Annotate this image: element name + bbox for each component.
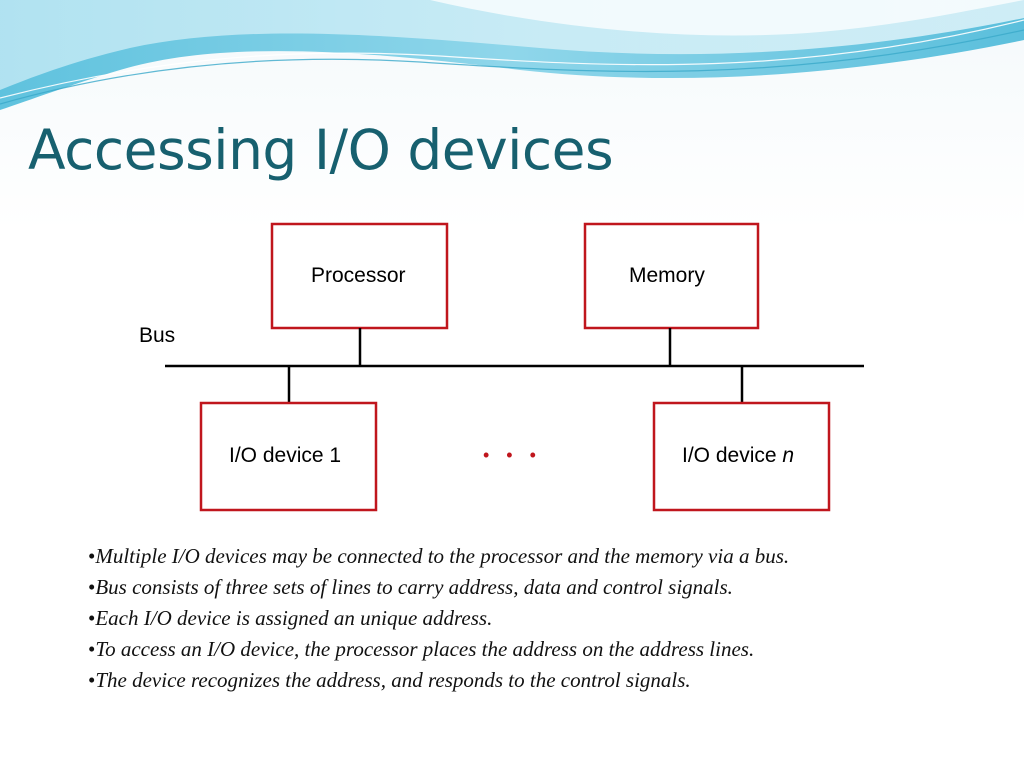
processor-box bbox=[270, 222, 449, 330]
io-device-n-node: I/O device n bbox=[652, 401, 831, 512]
io-device-n-label: I/O device n bbox=[682, 444, 794, 467]
bullet-text: Bus consists of three sets of lines to c… bbox=[95, 575, 733, 599]
bullet-item: •The device recognizes the address, and … bbox=[88, 668, 691, 692]
io-device-1-box bbox=[199, 401, 378, 512]
bus-label: Bus bbox=[139, 324, 175, 347]
bullet-text: To access an I/O device, the processor p… bbox=[95, 637, 755, 661]
io-device-1-node: I/O device 1 bbox=[199, 401, 378, 512]
bullet-item: •Each I/O device is assigned an unique a… bbox=[88, 606, 493, 630]
bullet-item: •To access an I/O device, the processor … bbox=[88, 637, 755, 661]
io-device-n-label-suffix: n bbox=[782, 444, 794, 467]
wave-line-2 bbox=[0, 19, 1024, 99]
header-wave-decoration bbox=[0, 0, 1024, 110]
io-device-n-box bbox=[652, 401, 831, 512]
memory-node: Memory bbox=[583, 222, 760, 330]
io-device-n-label-prefix: I/O device bbox=[682, 444, 777, 467]
bullet-text: Each I/O device is assigned an unique ad… bbox=[95, 606, 493, 630]
bullet-text: Multiple I/O devices may be connected to… bbox=[95, 544, 790, 568]
bullet-list: •Multiple I/O devices may be connected t… bbox=[88, 541, 1008, 696]
io-bus-diagram: Bus Processor Memory I/O device 1 • • • … bbox=[139, 222, 864, 512]
slide-title: Accessing I/O devices bbox=[28, 118, 614, 182]
bullet-text: The device recognizes the address, and r… bbox=[95, 668, 691, 692]
wave-band-highlight bbox=[430, 0, 1024, 36]
bullet-item: •Multiple I/O devices may be connected t… bbox=[88, 544, 790, 568]
wave-line-1 bbox=[0, 29, 1024, 105]
bullet-item: •Bus consists of three sets of lines to … bbox=[88, 575, 733, 599]
memory-label: Memory bbox=[629, 264, 705, 287]
io-device-1-label: I/O device 1 bbox=[229, 444, 341, 467]
processor-label: Processor bbox=[311, 264, 406, 287]
processor-node: Processor bbox=[270, 222, 449, 330]
ellipsis-dots: • • • bbox=[483, 445, 542, 465]
memory-box bbox=[583, 222, 760, 330]
